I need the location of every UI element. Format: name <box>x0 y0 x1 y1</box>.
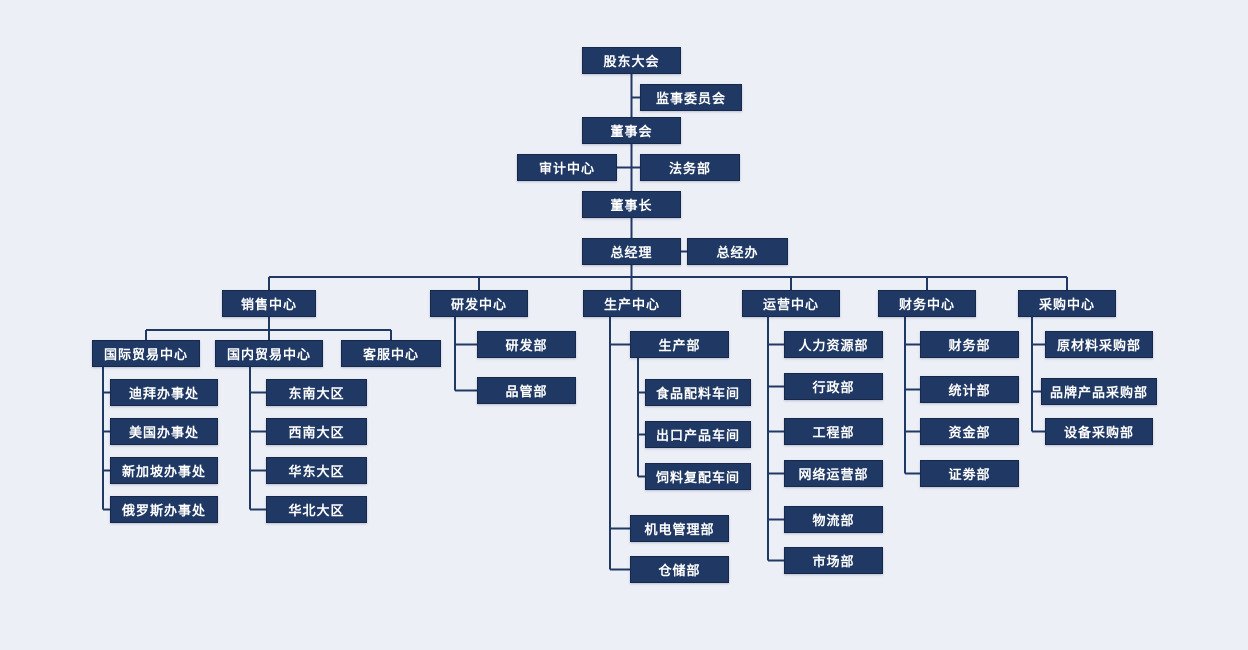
org-node-finance-department[interactable]: 财务部 <box>920 331 1019 358</box>
org-node-dubai-office[interactable]: 迪拜办事处 <box>110 379 218 406</box>
org-node-customer-service-center[interactable]: 客服中心 <box>341 340 441 367</box>
org-node-supervisory-committee[interactable]: 监事委员会 <box>640 84 742 111</box>
org-node-rd-center[interactable]: 研发中心 <box>430 290 528 317</box>
org-node-raw-materials-procurement[interactable]: 原材料采购部 <box>1045 331 1153 358</box>
org-node-hr-department[interactable]: 人力资源部 <box>784 331 883 358</box>
org-node-brand-products-procurement[interactable]: 品牌产品采购部 <box>1041 378 1157 405</box>
org-node-general-manager[interactable]: 总经理 <box>582 238 681 265</box>
org-node-engineering-department[interactable]: 工程部 <box>784 418 883 445</box>
org-node-chairman[interactable]: 董事长 <box>582 191 681 218</box>
org-node-east-china-region[interactable]: 华东大区 <box>266 457 367 484</box>
org-node-audit-center[interactable]: 审计中心 <box>517 154 617 181</box>
org-node-admin-department[interactable]: 行政部 <box>784 373 883 400</box>
org-node-procurement-center[interactable]: 采购中心 <box>1018 290 1116 317</box>
org-node-production-department[interactable]: 生产部 <box>630 331 729 358</box>
org-node-securities-department[interactable]: 证劵部 <box>920 460 1019 487</box>
org-node-rd-department[interactable]: 研发部 <box>477 331 576 358</box>
org-node-production-center[interactable]: 生产中心 <box>583 290 681 317</box>
org-node-shareholders-meeting[interactable]: 股东大会 <box>582 47 681 74</box>
org-node-food-ingredients-workshop[interactable]: 食品配料车间 <box>645 379 751 406</box>
org-node-qc-department[interactable]: 品管部 <box>477 377 576 404</box>
org-node-domestic-trade-center[interactable]: 国内贸易中心 <box>215 340 323 367</box>
org-node-board-of-directors[interactable]: 董事会 <box>582 117 681 144</box>
org-node-sales-center[interactable]: 销售中心 <box>222 290 316 317</box>
org-node-logistics-department[interactable]: 物流部 <box>784 506 883 533</box>
org-node-southeast-region[interactable]: 东南大区 <box>266 379 367 406</box>
org-node-usa-office[interactable]: 美国办事处 <box>110 418 218 445</box>
org-node-feed-compounding-workshop[interactable]: 饲料复配车间 <box>645 463 751 490</box>
org-node-legal-department[interactable]: 法务部 <box>640 154 740 181</box>
org-node-southwest-region[interactable]: 西南大区 <box>266 418 367 445</box>
org-node-equipment-procurement[interactable]: 设备采购部 <box>1045 418 1153 445</box>
org-node-finance-center[interactable]: 财务中心 <box>878 290 976 317</box>
org-node-network-operations[interactable]: 网络运营部 <box>784 460 883 487</box>
org-node-marketing-department[interactable]: 市场部 <box>784 547 883 574</box>
org-node-russia-office[interactable]: 俄罗斯办事处 <box>110 496 218 523</box>
org-node-statistics-department[interactable]: 统计部 <box>920 376 1019 403</box>
org-node-warehouse-department[interactable]: 仓储部 <box>630 556 729 583</box>
org-node-north-china-region[interactable]: 华北大区 <box>266 496 367 523</box>
org-node-singapore-office[interactable]: 新加坡办事处 <box>110 457 218 484</box>
org-node-export-products-workshop[interactable]: 出口产品车间 <box>645 421 751 448</box>
org-node-mech-elec-management[interactable]: 机电管理部 <box>630 515 729 542</box>
org-node-capital-department[interactable]: 资金部 <box>920 418 1019 445</box>
org-node-operations-center[interactable]: 运营中心 <box>742 290 840 317</box>
org-node-intl-trade-center[interactable]: 国际贸易中心 <box>92 340 200 367</box>
org-node-gm-office[interactable]: 总经办 <box>687 238 788 265</box>
